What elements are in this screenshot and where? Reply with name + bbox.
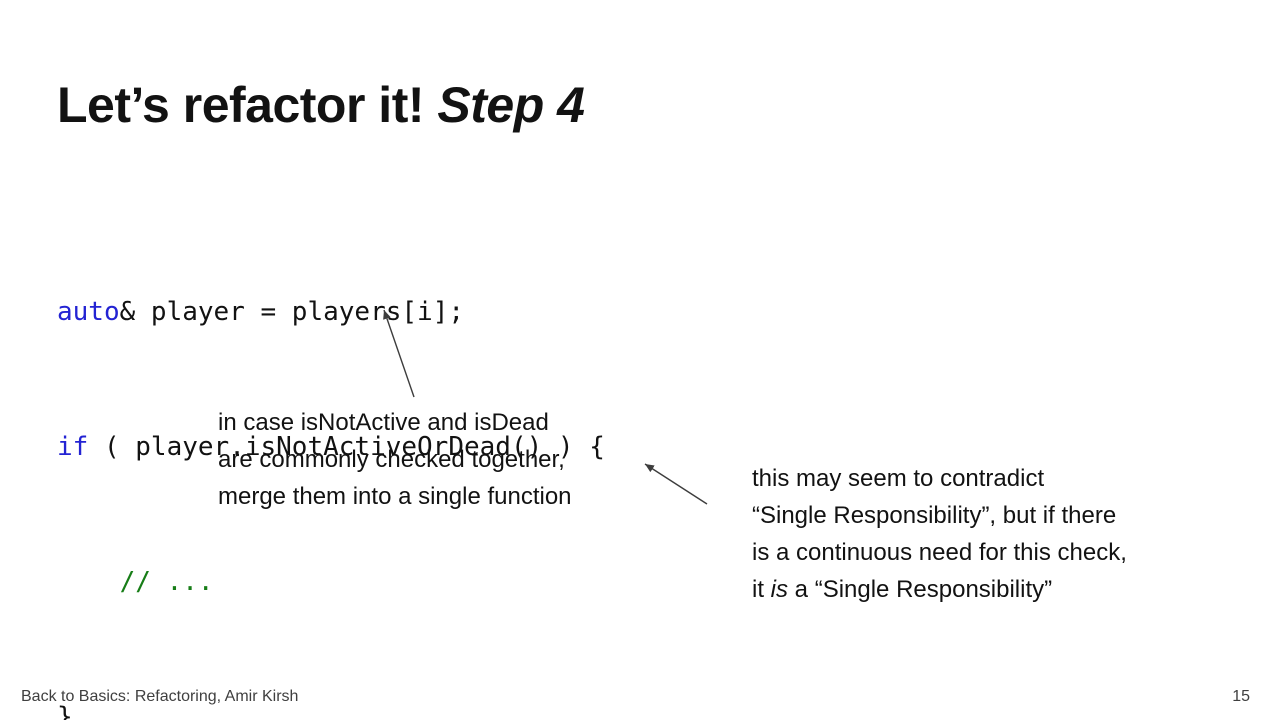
arrow-to-merge-note-icon: [644, 463, 708, 505]
annotation-line: it is a “Single Responsibility”: [752, 571, 1127, 608]
code-line-1: auto& player = players[i];: [57, 290, 605, 335]
code-line-4: }: [57, 695, 605, 720]
annotation-line: this may seem to contradict: [752, 465, 1045, 492]
code-line-2: if ( player.isNotActiveOrDead() ) {: [57, 425, 605, 470]
annotation-line: “Single Responsibility”, but if there: [752, 502, 1117, 529]
annotation-srp-note: this may seem to contradict “Single Resp…: [752, 460, 1127, 608]
keyword-token: if: [57, 432, 89, 462]
code-block: auto& player = players[i]; if ( player.i…: [57, 200, 605, 720]
slide-title: Let’s refactor it! Step 4: [57, 77, 585, 133]
page-number: 15: [1232, 688, 1250, 705]
slide-title-step: Step 4: [437, 77, 585, 133]
annotation-line: is a continuous need for this check,: [752, 539, 1127, 566]
footer-credit: Back to Basics: Refactoring, Amir Kirsh: [21, 688, 299, 705]
annotation-text: a “Single Responsibility”: [788, 576, 1053, 603]
code-token: & player = players[i];: [119, 297, 464, 327]
slide-title-text: Let’s refactor it!: [57, 77, 438, 133]
annotation-text-italic: is: [770, 576, 789, 603]
keyword-token: auto: [57, 297, 120, 327]
annotation-line: in case isNotActive and isDead: [218, 409, 549, 436]
code-token: ( player.isNotActiveOrDead() ) {: [88, 432, 605, 462]
annotation-line: are commonly checked together,: [218, 446, 565, 473]
annotation-text: it: [752, 576, 771, 603]
code-token: }: [57, 702, 73, 720]
annotation-line: merge them into a single function: [218, 483, 572, 510]
code-line-3: // ...: [57, 560, 605, 605]
comment-token: // ...: [57, 567, 214, 597]
annotation-merge-note: in case isNotActive and isDead are commo…: [218, 404, 572, 515]
